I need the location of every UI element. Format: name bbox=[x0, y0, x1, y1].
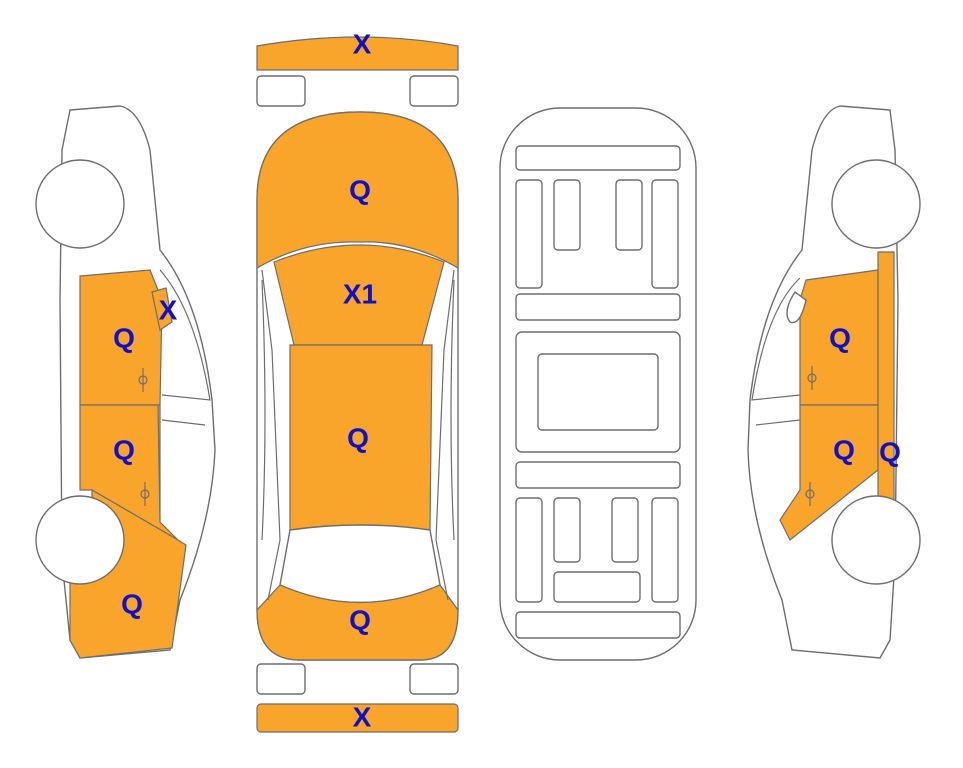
front-bumper-label: X bbox=[353, 28, 372, 59]
windshield-panel[interactable] bbox=[273, 244, 445, 346]
underbody-front-left-rail bbox=[515, 179, 543, 289]
roof-label: Q bbox=[347, 422, 369, 453]
front-right-light bbox=[409, 75, 459, 107]
right-side-view: Q Q Q bbox=[747, 105, 921, 659]
hood-label: Q bbox=[349, 174, 371, 205]
left-rear-wheel-icon bbox=[35, 495, 125, 585]
underbody-rear-bar bbox=[515, 611, 681, 639]
right-rear-wheel-icon bbox=[831, 495, 921, 585]
left-front-door-handle-icon bbox=[138, 368, 148, 392]
left-side-view: Q X Q Q bbox=[35, 105, 216, 659]
underbody-front-bar bbox=[515, 145, 681, 171]
right-mirror-icon bbox=[786, 290, 807, 324]
left-front-door-label: Q bbox=[113, 322, 135, 353]
underbody-front-right-box bbox=[615, 179, 643, 251]
trunk-label: Q bbox=[349, 604, 371, 635]
left-rear-quarter-label: Q bbox=[121, 588, 143, 619]
front-left-light bbox=[256, 75, 306, 107]
underbody-mid-bar-2 bbox=[515, 461, 681, 489]
right-rear-door-handle-icon bbox=[805, 482, 815, 506]
left-rear-door-handle-icon bbox=[140, 482, 150, 506]
left-a-pillar-label: X bbox=[159, 294, 178, 325]
front-bumper-panel[interactable] bbox=[256, 36, 459, 71]
underbody-view bbox=[499, 107, 697, 661]
rear-window bbox=[279, 524, 441, 604]
hood-panel[interactable] bbox=[256, 111, 459, 270]
top-right-window-line bbox=[435, 269, 455, 601]
rear-bumper-label: X bbox=[353, 701, 372, 732]
left-door-seam bbox=[157, 404, 161, 521]
top-left-window-line bbox=[261, 269, 281, 601]
underbody-front-left-box bbox=[553, 179, 581, 251]
underbody-rear-left-rail bbox=[515, 497, 543, 603]
underbody-rear-right-box bbox=[611, 497, 639, 563]
left-rear-door-label: Q bbox=[113, 434, 135, 465]
rear-right-light bbox=[409, 663, 459, 695]
underbody-rear-right-rail bbox=[651, 497, 679, 603]
left-front-wheel-icon bbox=[35, 159, 125, 249]
underbody-rear-left-box bbox=[553, 497, 581, 563]
right-b-pillar-label: Q bbox=[879, 436, 901, 467]
underbody-mid-bar-1 bbox=[515, 293, 681, 321]
rear-left-light bbox=[256, 663, 306, 695]
right-rear-door-label: Q bbox=[833, 434, 855, 465]
right-window-line bbox=[751, 277, 801, 426]
windshield-label: X1 bbox=[343, 278, 377, 309]
trunk-panel[interactable] bbox=[256, 584, 459, 661]
left-a-pillar-panel[interactable] bbox=[151, 287, 173, 331]
rear-bumper-panel[interactable] bbox=[256, 703, 459, 733]
left-front-door-panel[interactable] bbox=[79, 269, 163, 406]
underbody-rear-cross bbox=[553, 571, 641, 603]
underbody-front-right-rail bbox=[651, 179, 679, 289]
underbody-center-panel bbox=[537, 353, 659, 431]
right-front-door-label: Q bbox=[829, 322, 851, 353]
right-front-door-handle-icon bbox=[807, 366, 817, 390]
right-front-wheel-icon bbox=[831, 159, 921, 249]
top-view: X Q X1 Q Q X bbox=[256, 28, 459, 733]
left-window-line bbox=[159, 269, 211, 426]
